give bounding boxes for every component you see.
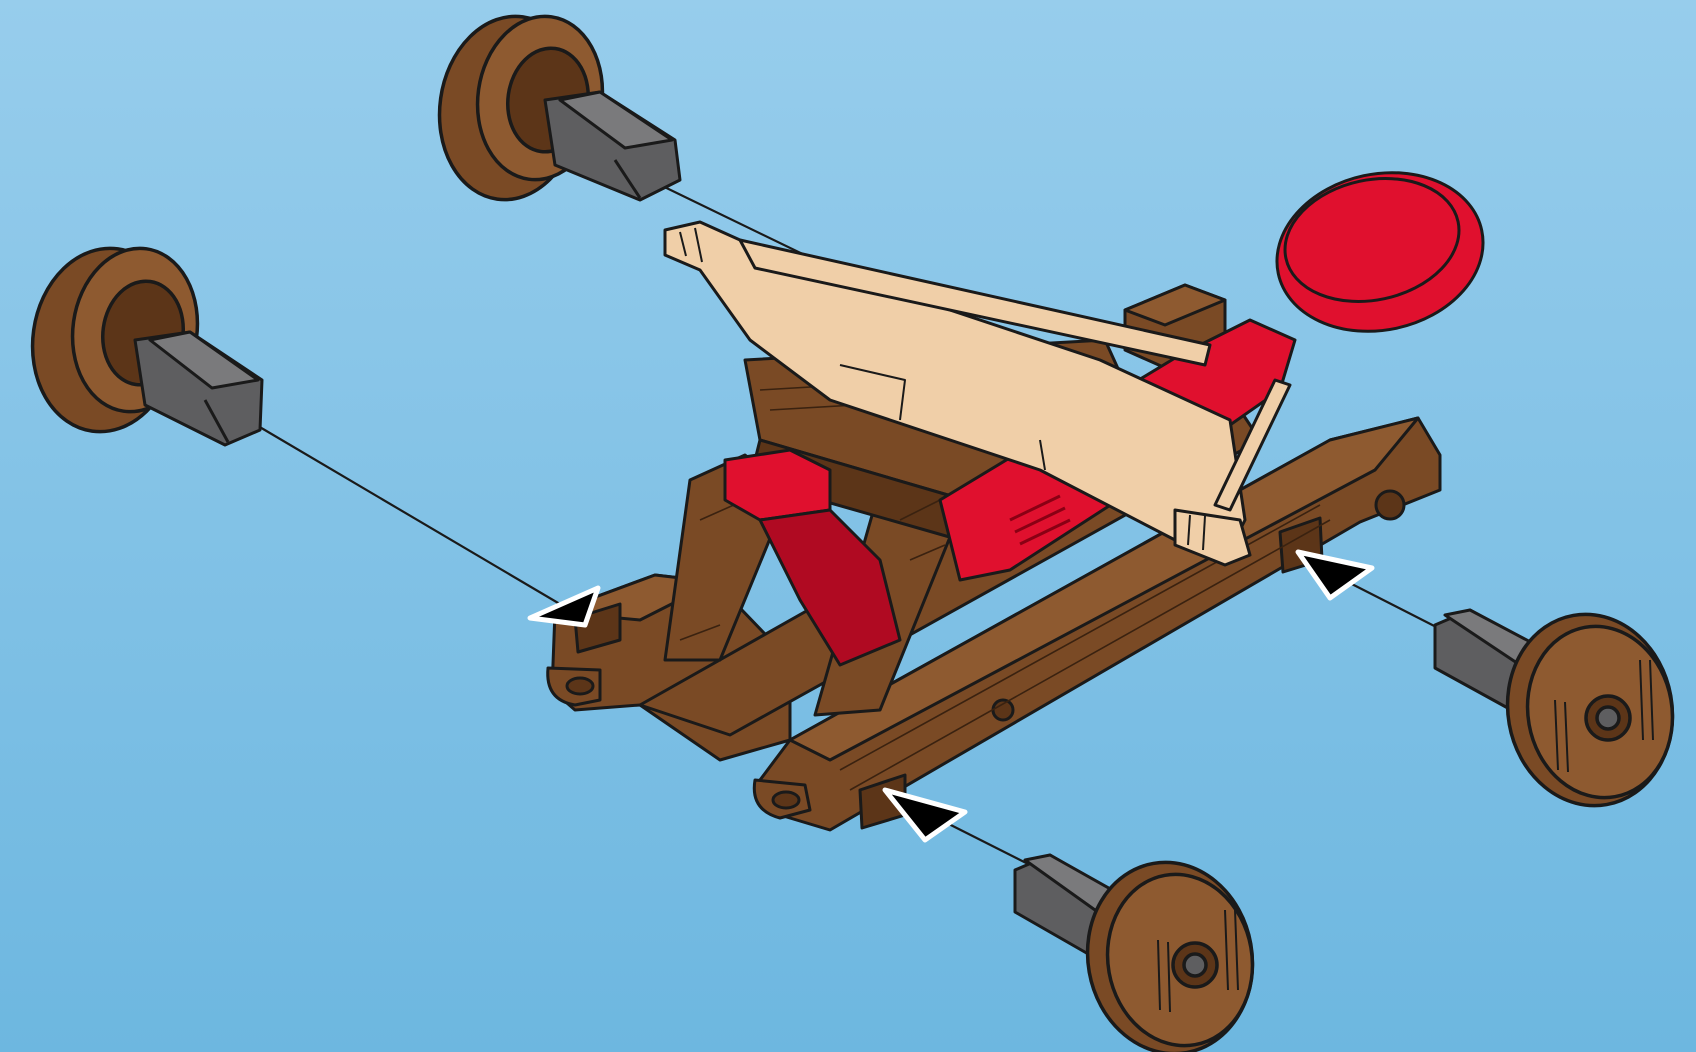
assembly-diagram	[0, 0, 1696, 1052]
assembly-illustration	[0, 0, 1696, 1052]
